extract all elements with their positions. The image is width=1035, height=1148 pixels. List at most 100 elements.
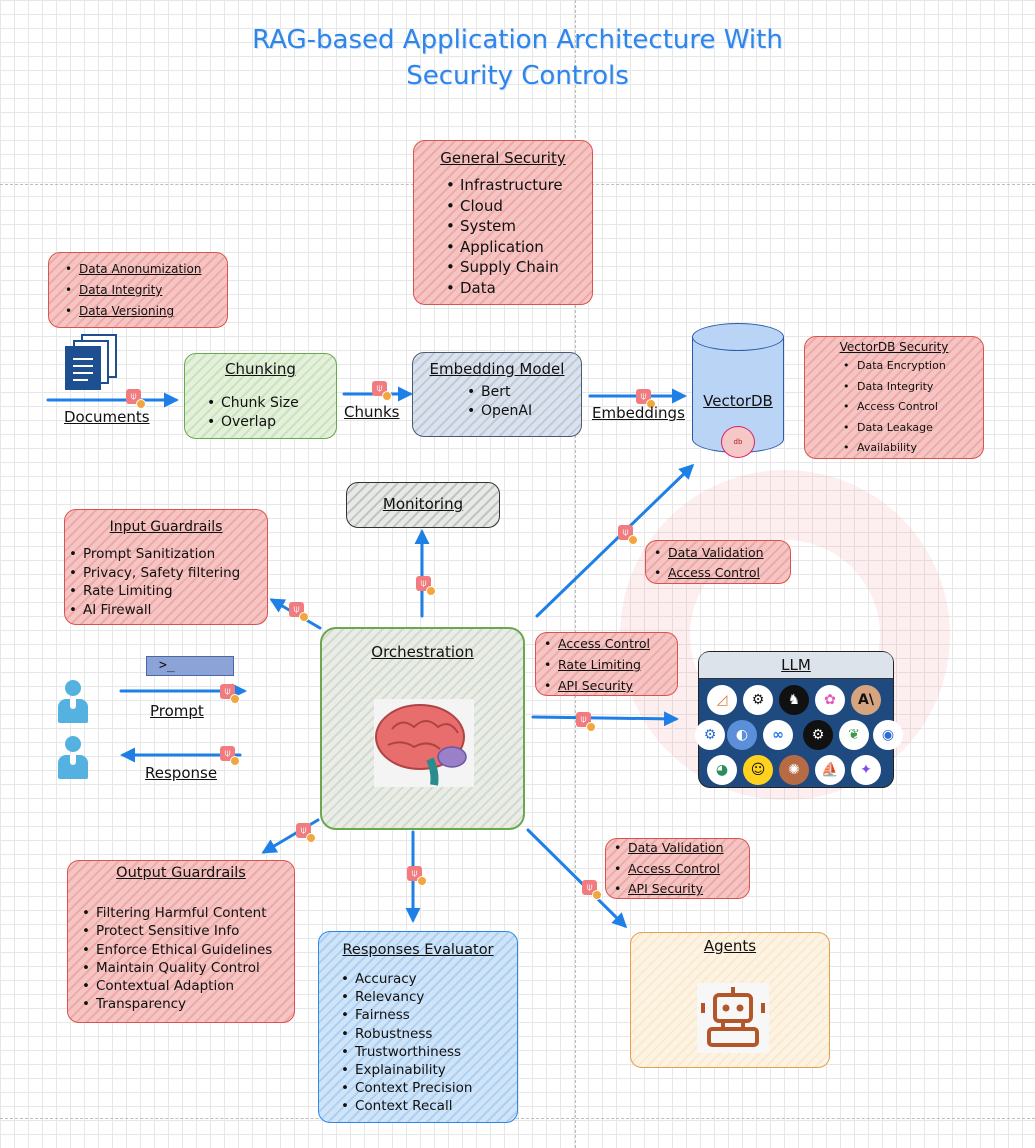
response-label: Response [145,764,218,782]
model-logo-icon: ⚙ [695,720,725,750]
vector-path-controls-box: Data Validation Access Control [645,540,791,584]
list-item: Data Validation [614,838,724,859]
input-guardrails-title: Input Guardrails [109,519,223,535]
robot-icon [697,983,769,1053]
general-security-box: General Security Infrastructure Cloud Sy… [413,140,593,305]
input-guardrails-list: Prompt Sanitization Privacy, Safety filt… [69,545,240,619]
list-item: Explainability [341,1061,472,1079]
orchestration-title: Orchestration [371,643,474,661]
agents-title: Agents [703,937,757,955]
arrow-orchestration-to-llm [531,711,679,727]
security-badge-icon: ⍦ [289,602,309,622]
model-logo-icon: ◿ [707,685,737,715]
llm-title: LLM [781,656,811,674]
list-item: Data Encryption [843,356,946,377]
list-item: Accuracy [341,970,472,988]
palette-logo-icon: ◐ [727,720,757,750]
list-item: API Security [544,675,650,696]
agents-box: Agents [630,932,830,1068]
list-item: Prompt Sanitization [69,545,240,564]
agent-path-controls-list: Data Validation Access Control API Secur… [614,838,724,900]
output-guardrails-title: Output Guardrails [116,865,246,881]
vectordb-logo-icon: db [721,426,755,458]
dalle-logo-icon: ⚙ [803,720,833,750]
list-item: Protect Sensitive Info [82,922,272,941]
list-item: Data [446,278,563,299]
list-item: Context Precision [341,1079,472,1097]
list-item: Data Integrity [65,280,202,301]
list-item: API Security [614,879,724,900]
list-item: Application [446,237,563,258]
security-badge-icon: ⍦ [582,880,602,900]
vectordb-security-title: VectorDB Security [839,340,949,354]
list-item: Infrastructure [446,175,563,196]
security-badge-icon: ⍦ [126,389,146,409]
list-item: Access Control [654,563,764,583]
list-item: Supply Chain [446,257,563,278]
security-badge-icon: ⍦ [296,823,316,843]
general-security-list: Infrastructure Cloud System Application … [446,175,563,298]
list-item: Trustworthiness [341,1043,472,1061]
list-item: Cloud [446,196,563,217]
security-badge-icon: ⍦ [372,381,392,401]
chunking-box: Chunking Chunk Size Overlap [184,353,337,439]
embedding-model-box: Embedding Model Bert OpenAI [412,352,582,437]
responses-evaluator-title: Responses Evaluator [342,942,494,958]
list-item: Access Control [843,397,946,418]
list-item: Data Anonumization [65,259,202,280]
orchestration-box: Orchestration [320,627,525,830]
security-badge-icon: ⍦ [407,866,427,886]
list-item: Access Control [614,859,724,880]
documents-label: Documents [64,408,150,426]
list-item: Rate Limiting [69,582,240,601]
vectordb-security-list: Data Encryption Data Integrity Access Co… [843,356,946,459]
llama-logo-icon: ♞ [779,685,809,715]
documents-icon [65,334,117,390]
diagram-subtitle: Security Controls [406,61,629,91]
list-item: OpenAI [467,402,532,421]
vectordb-cylinder-top [692,323,784,351]
flower-logo-icon: ✿ [815,685,845,715]
input-guardrails-box: Input Guardrails Prompt Sanitization Pri… [64,509,268,625]
llm-box: LLM ◿ ⚙ ♞ ✿ A\ ⚙ ◐ ∞ ⚙ ❦ ◉ ◕ ☺ ✺ ⛵ ✦ [695,651,903,788]
huggingface-logo-icon: ☺ [743,755,773,785]
responses-evaluator-list: Accuracy Relevancy Fairness Robustness T… [341,970,472,1116]
list-item: Access Control [544,633,650,654]
list-item: Transparency [82,995,272,1014]
list-item: Data Integrity [843,377,946,398]
data-controls-list: Data Anonumization Data Integrity Data V… [65,259,202,322]
vector-path-controls-list: Data Validation Access Control [654,543,764,583]
list-item: Context Recall [341,1097,472,1115]
monitoring-box: Monitoring [346,482,500,528]
model-logo-icon: ◕ [707,755,737,785]
security-badge-icon: ⍦ [416,576,436,596]
parrot-logo-icon: ❦ [839,720,869,750]
list-item: Filtering Harmful Content [82,904,272,923]
chunking-list: Chunk Size Overlap [207,394,299,432]
anthropic-logo-icon: A\ [851,685,881,715]
security-badge-icon: ⍦ [220,746,240,766]
diagram-title: RAG-based Application Architecture With [252,25,783,55]
embedding-model-title: Embedding Model [429,360,565,378]
list-item: Overlap [207,413,299,432]
llm-header: LLM [699,652,893,679]
list-item: Rate Limiting [544,654,650,675]
list-item: System [446,216,563,237]
list-item: AI Firewall [69,601,240,620]
list-item: Availability [843,438,946,459]
security-badge-icon: ⍦ [636,389,656,409]
embeddings-label: Embeddings [592,404,685,422]
user-icon [58,680,88,724]
list-item: Relevancy [341,988,472,1006]
brain-icon [374,699,474,787]
guide-line [0,1118,1035,1119]
embedding-model-list: Bert OpenAI [467,383,532,421]
meta-logo-icon: ∞ [763,720,793,750]
monitoring-title: Monitoring [382,495,464,513]
output-guardrails-list: Filtering Harmful Content Protect Sensit… [82,904,272,1014]
security-badge-icon: ⍦ [220,684,240,704]
vectordb-label: VectorDB [703,392,773,410]
list-item: Privacy, Safety filtering [69,564,240,583]
